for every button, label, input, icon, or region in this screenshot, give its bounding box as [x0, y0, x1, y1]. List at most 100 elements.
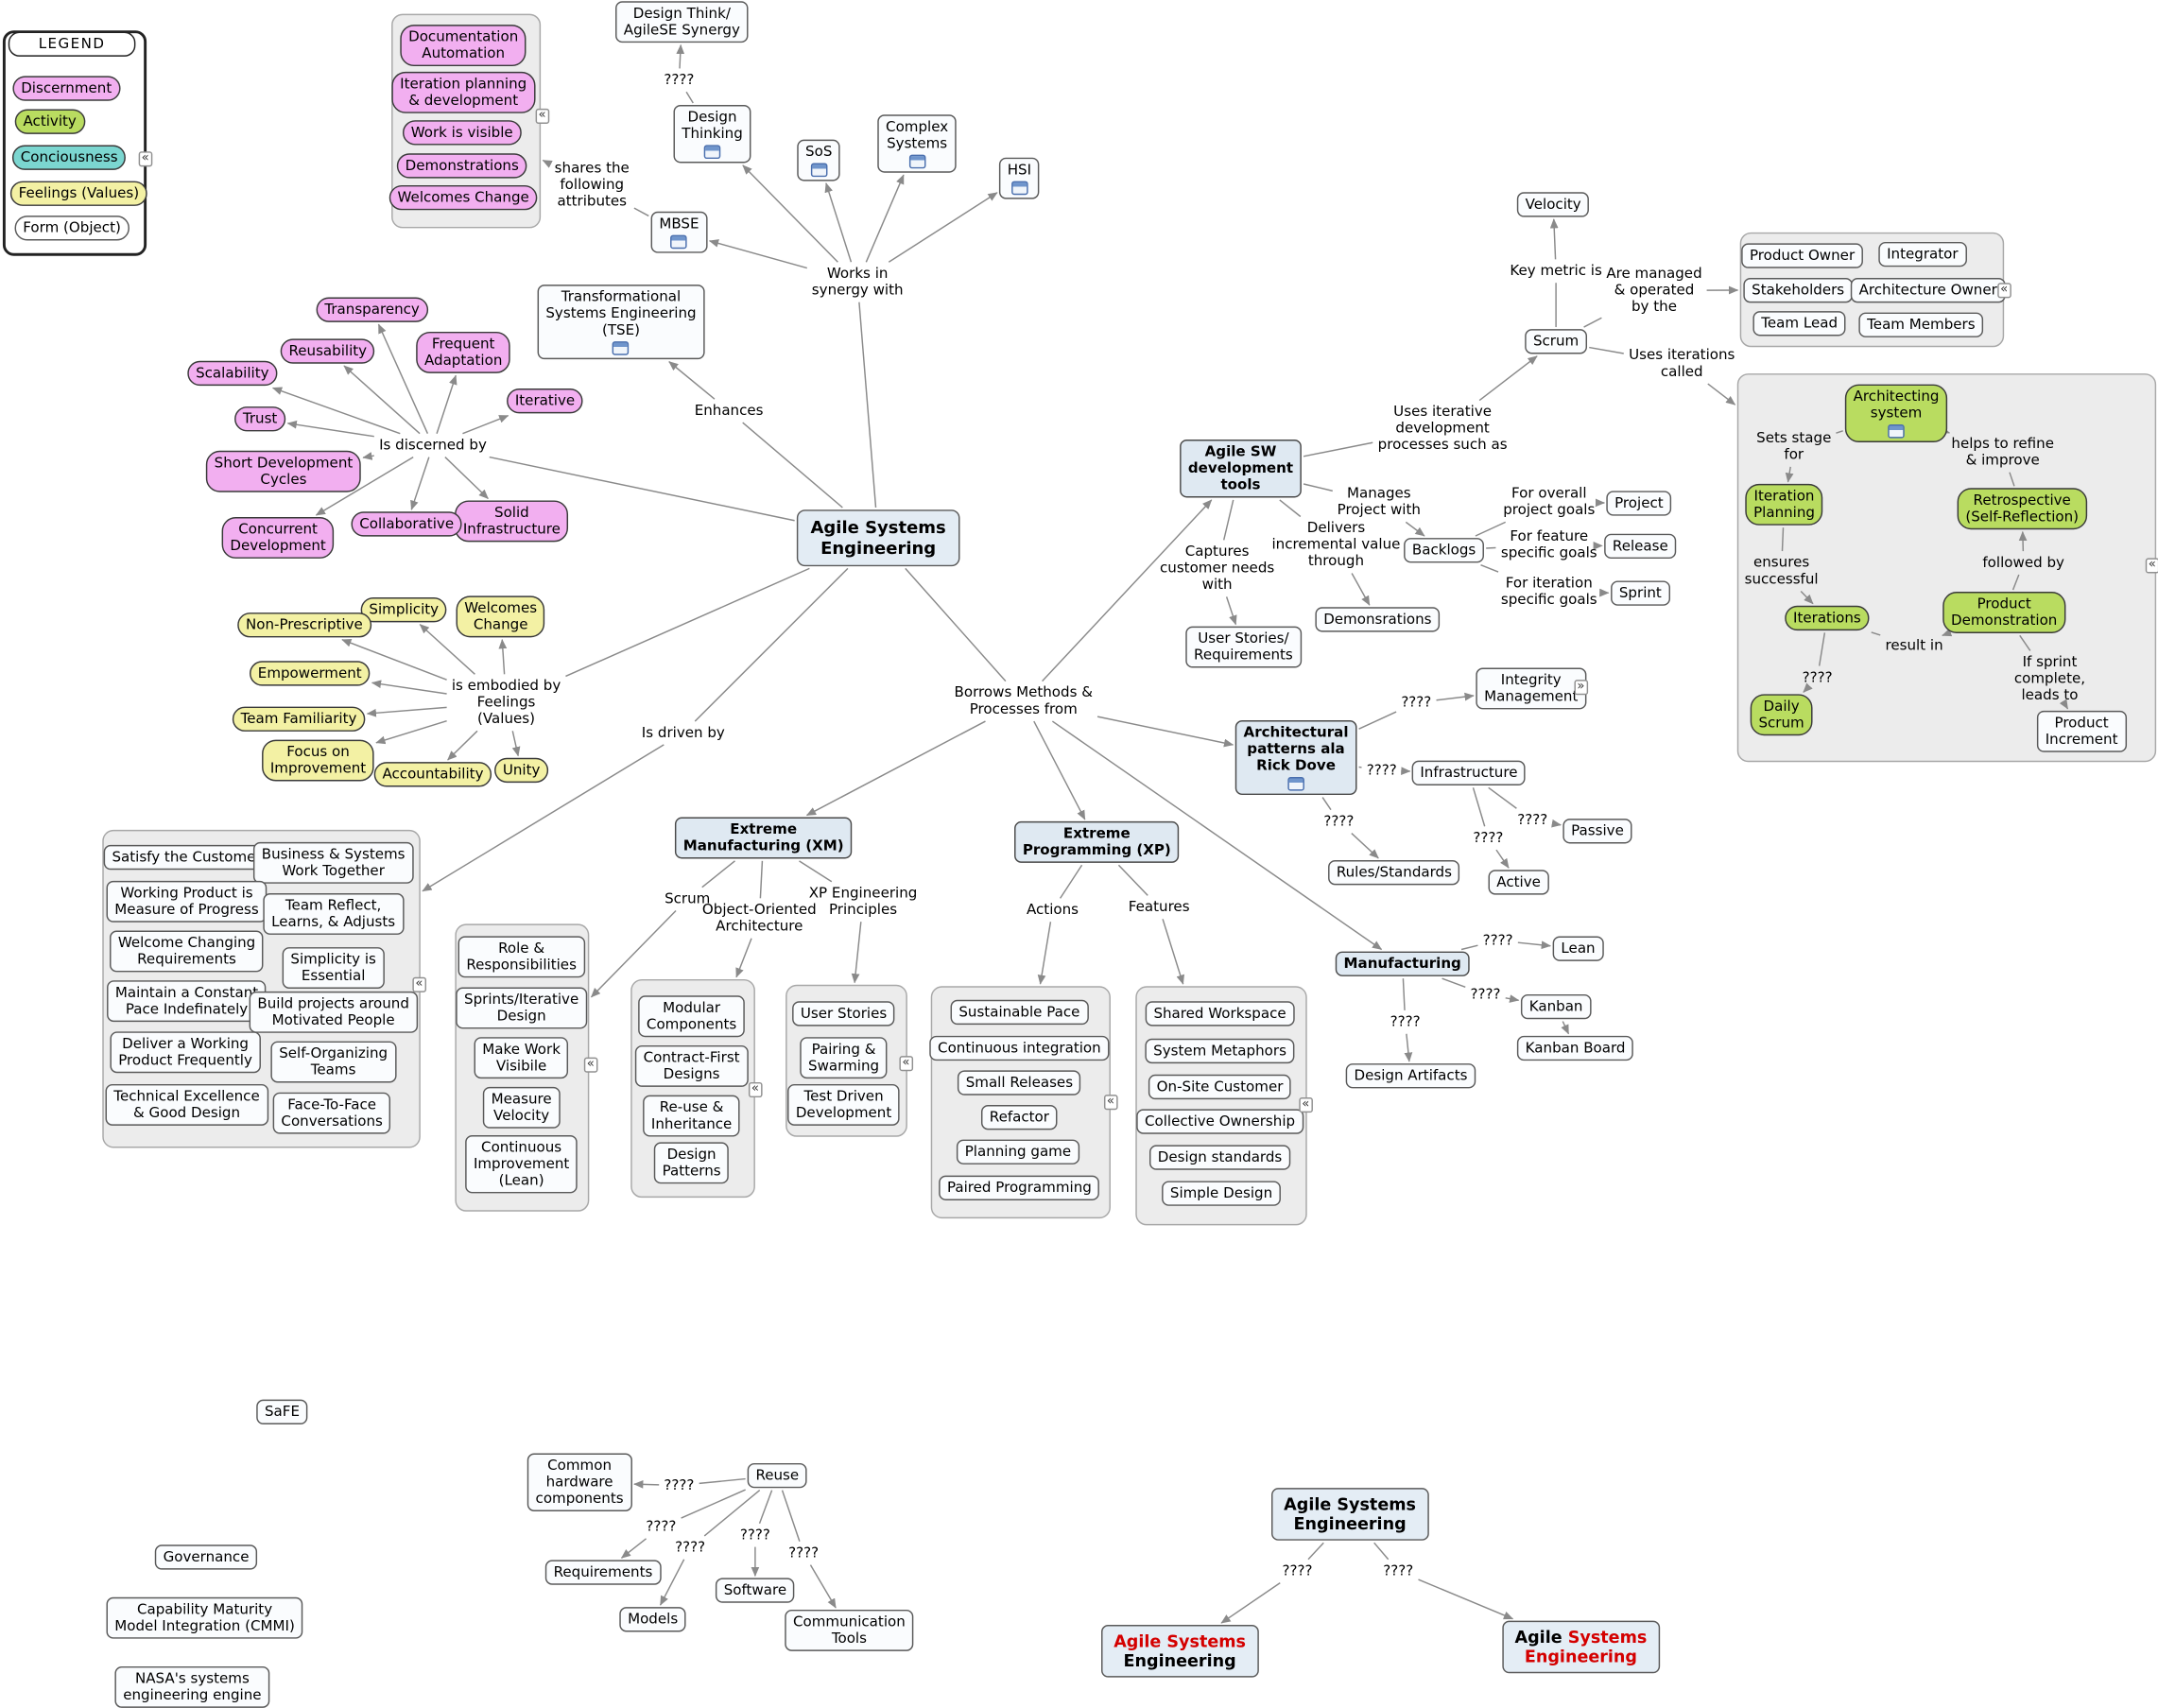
node-scrum[interactable]: Scrum: [1525, 329, 1587, 354]
node-r3[interactable]: Stakeholders: [1743, 278, 1853, 303]
link-label-lbl-embodied[interactable]: is embodied by Feelings (Values): [449, 676, 563, 729]
node-sos[interactable]: SoS: [797, 140, 840, 181]
link-label-lbl-features[interactable]: Features: [1126, 898, 1193, 918]
node-focus-improvement[interactable]: Focus on Improvement: [262, 740, 374, 782]
node-empowerment[interactable]: Empowerment: [250, 661, 370, 686]
node-architecting[interactable]: Architecting system: [1845, 385, 1947, 443]
link-label-lbl-xm-xp[interactable]: XP Engineering Principles: [806, 884, 920, 920]
node-xs1[interactable]: Role & Responsibilities: [458, 936, 585, 977]
node-models[interactable]: Models: [619, 1607, 686, 1632]
link-label-lbl-manages[interactable]: Manages Project with: [1335, 484, 1424, 520]
node-mbse[interactable]: MBSE: [651, 212, 708, 253]
node-trust[interactable]: Trust: [234, 406, 285, 432]
node-cmmi[interactable]: Capability Maturity Model Integration (C…: [106, 1597, 302, 1639]
node-xx3[interactable]: Test Driven Development: [787, 1084, 900, 1126]
node-kanban-board[interactable]: Kanban Board: [1517, 1036, 1633, 1061]
link-label-lbl-shares[interactable]: shares the following attributes: [552, 159, 632, 212]
node-integrity[interactable]: Integrity Management: [1476, 668, 1586, 710]
link-label-lbl-helps[interactable]: helps to refine & improve: [1949, 434, 2057, 470]
resource-icon[interactable]: [1888, 424, 1905, 439]
node-arch-patterns[interactable]: Architectural patterns ala Rick Dove: [1235, 720, 1357, 796]
node-solid-infra[interactable]: Solid Infrastructure: [455, 500, 569, 542]
node-requirements[interactable]: Requirements: [545, 1560, 661, 1585]
node-r5[interactable]: Team Lead: [1752, 311, 1845, 336]
node-software[interactable]: Software: [716, 1578, 795, 1603]
resource-icon[interactable]: [704, 146, 721, 160]
link-label-lbl-q-passive[interactable]: ????: [1514, 810, 1550, 830]
link-label-lbl-xm-oo[interactable]: Object-Oriented Architecture: [699, 900, 820, 936]
node-collaborative[interactable]: Collaborative: [351, 511, 461, 537]
link-label-lbl-works[interactable]: Works in synergy with: [809, 264, 906, 300]
node-xs3[interactable]: Make Work Visibile: [475, 1037, 569, 1078]
node-xs4[interactable]: Measure Velocity: [483, 1087, 561, 1129]
node-xa4[interactable]: Refactor: [981, 1105, 1058, 1130]
link-label-lbl-q-rules[interactable]: ????: [1321, 812, 1356, 832]
node-frequent-adaptation[interactable]: Frequent Adaptation: [416, 332, 510, 373]
collapse-chevron-icon[interactable]: «: [536, 109, 549, 124]
node-xf3[interactable]: On-Site Customer: [1148, 1075, 1291, 1100]
node-m1[interactable]: Satisfy the Customer: [104, 845, 270, 871]
node-r2[interactable]: Integrator: [1878, 242, 1966, 267]
node-xo1[interactable]: Modular Components: [638, 995, 745, 1037]
node-m5[interactable]: Welcome Changing Requirements: [110, 931, 264, 973]
node-m9[interactable]: Deliver a Working Product Frequently: [110, 1031, 260, 1073]
node-short-dev[interactable]: Short Development Cycles: [206, 451, 361, 492]
node-m7[interactable]: Maintain a Constant Pace Indefinately: [107, 980, 267, 1022]
node-m10[interactable]: Self-Organizing Teams: [270, 1042, 395, 1083]
collapse-chevron-icon[interactable]: «: [139, 151, 152, 166]
node-xx2[interactable]: Pairing & Swarming: [800, 1037, 888, 1078]
link-label-lbl-driven[interactable]: Is driven by: [639, 723, 728, 743]
node-scalability[interactable]: Scalability: [187, 361, 277, 387]
node-hsi[interactable]: HSI: [999, 158, 1040, 199]
link-label-lbl-key-metric[interactable]: Key metric is: [1507, 261, 1604, 281]
node-m2[interactable]: Business & Systems Work Together: [253, 842, 413, 884]
node-main[interactable]: Agile Systems Engineering: [797, 509, 960, 566]
link-label-lbl-q-req[interactable]: ????: [643, 1517, 679, 1537]
node-xm[interactable]: Extreme Manufacturing (XM): [675, 818, 852, 859]
node-r1[interactable]: Product Owner: [1741, 243, 1863, 268]
node-unity[interactable]: Unity: [494, 758, 548, 784]
node-user-stories-req[interactable]: User Stories/ Requirements: [1185, 627, 1301, 668]
resource-icon[interactable]: [810, 164, 827, 178]
link-label-lbl-managed[interactable]: Are managed & operated by the: [1603, 264, 1704, 317]
link-label-lbl-if-sprint[interactable]: If sprint complete, leads to: [2011, 652, 2088, 705]
collapse-chevron-icon[interactable]: «: [749, 1082, 762, 1097]
node-tse[interactable]: Transformational Systems Engineering (TS…: [538, 285, 705, 360]
resource-icon[interactable]: [671, 235, 688, 250]
node-ase2[interactable]: Agile Systems Engineering: [1271, 1488, 1428, 1541]
collapse-chevron-icon[interactable]: «: [1299, 1097, 1312, 1113]
node-xa1[interactable]: Sustainable Pace: [951, 1000, 1089, 1026]
link-label-lbl-q-sw[interactable]: ????: [737, 1526, 773, 1545]
node-concurrent-dev[interactable]: Concurrent Development: [222, 517, 335, 559]
node-iterations[interactable]: Iterations: [1785, 606, 1869, 631]
resource-icon[interactable]: [613, 342, 630, 356]
node-sprint[interactable]: Sprint: [1611, 580, 1670, 606]
node-team-familiarity[interactable]: Team Familiarity: [233, 707, 365, 733]
link-label-lbl-ensures[interactable]: ensures successful: [1742, 553, 1821, 589]
node-xf1[interactable]: Shared Workspace: [1146, 1001, 1295, 1027]
node-xx1[interactable]: User Stories: [792, 1001, 895, 1027]
node-xo3[interactable]: Re-use & Inheritance: [643, 1096, 740, 1137]
link-label-lbl-feature[interactable]: For feature specific goals: [1498, 526, 1600, 562]
node-xp[interactable]: Extreme Programming (XP): [1014, 821, 1180, 863]
node-product-increment[interactable]: Product Increment: [2037, 711, 2126, 752]
link-label-lbl-q-int[interactable]: ????: [1398, 693, 1434, 713]
node-xa3[interactable]: Small Releases: [958, 1070, 1081, 1096]
collapse-chevron-icon[interactable]: «: [412, 977, 425, 992]
node-leg-activity[interactable]: Activity: [15, 109, 85, 134]
node-rules-standards[interactable]: Rules/Standards: [1328, 860, 1460, 886]
node-comm-tools[interactable]: Communication Tools: [785, 1610, 913, 1651]
resource-icon[interactable]: [1287, 778, 1304, 792]
node-doc-automation[interactable]: Documentation Automation: [400, 25, 527, 66]
link-label-lbl-followed[interactable]: followed by: [1979, 553, 2066, 573]
node-r6[interactable]: Team Members: [1858, 313, 1983, 338]
node-velocity[interactable]: Velocity: [1517, 192, 1590, 217]
node-xa5[interactable]: Planning game: [957, 1140, 1079, 1165]
node-daily-scrum[interactable]: Daily Scrum: [1751, 694, 1813, 735]
link-label-lbl-q-infra[interactable]: ????: [1364, 761, 1400, 781]
link-label-lbl-uses-iter[interactable]: Uses iterative development processes suc…: [1375, 402, 1511, 455]
node-iteration-planning[interactable]: Iteration Planning: [1745, 484, 1822, 526]
link-label-lbl-q-models[interactable]: ????: [672, 1538, 708, 1558]
